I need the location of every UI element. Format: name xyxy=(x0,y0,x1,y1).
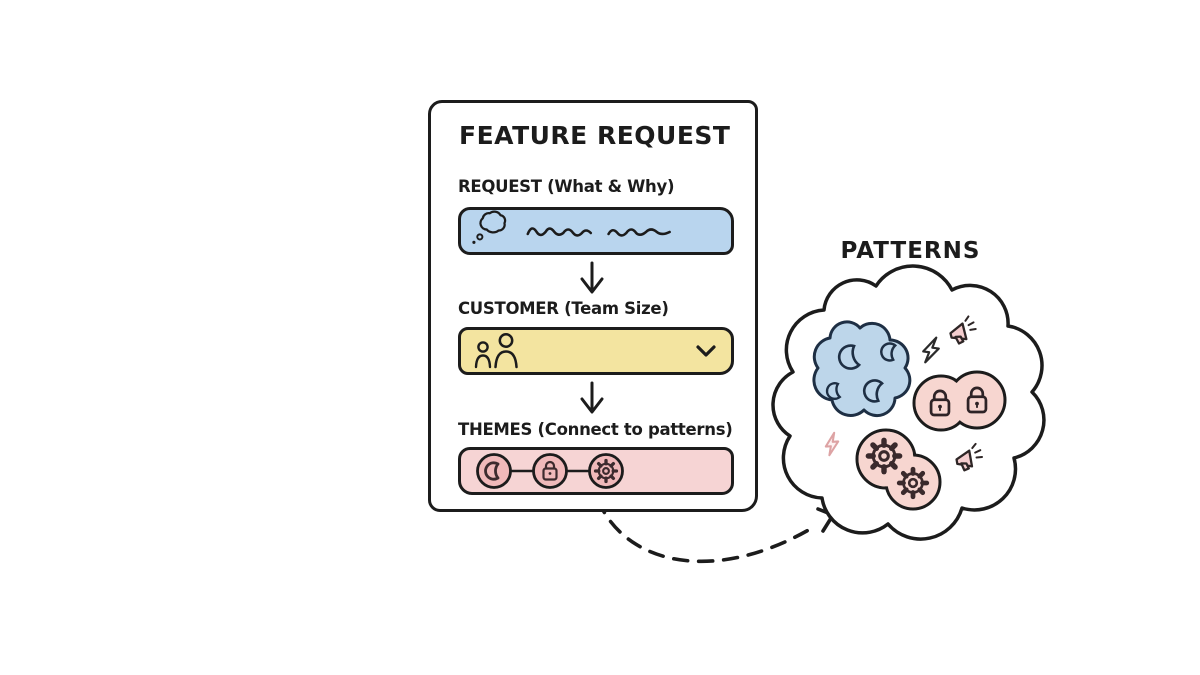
customer-dropdown[interactable] xyxy=(458,327,734,375)
gear-icon xyxy=(593,458,619,484)
patterns-title: PATTERNS xyxy=(840,238,981,264)
gears-cluster xyxy=(855,428,942,511)
lock-icon xyxy=(542,460,558,481)
thought-bubble-icon xyxy=(472,210,507,244)
down-arrow-icon xyxy=(580,261,604,294)
locks-cluster xyxy=(912,370,1007,432)
customer-field-label: CUSTOMER (Team Size) xyxy=(458,299,669,318)
down-arrow-icon xyxy=(580,381,604,414)
request-field-label: REQUEST (What & Why) xyxy=(458,177,675,196)
request-text-input[interactable] xyxy=(458,207,734,255)
themes-tag-picker[interactable] xyxy=(458,447,734,495)
scribble-text xyxy=(526,227,672,237)
lock-tag[interactable] xyxy=(532,453,568,489)
themes-field-label: THEMES (Connect to patterns) xyxy=(458,420,733,439)
feature-request-card: FEATURE REQUEST REQUEST (What & Why) CUS… xyxy=(428,100,758,512)
theme-tags xyxy=(476,453,624,489)
moon-icon xyxy=(484,461,500,481)
chevron-down-icon[interactable] xyxy=(695,344,717,358)
moon-tag[interactable] xyxy=(476,453,512,489)
form-title: FEATURE REQUEST xyxy=(459,121,731,150)
people-icon xyxy=(474,333,518,369)
moons-cluster xyxy=(812,320,912,418)
